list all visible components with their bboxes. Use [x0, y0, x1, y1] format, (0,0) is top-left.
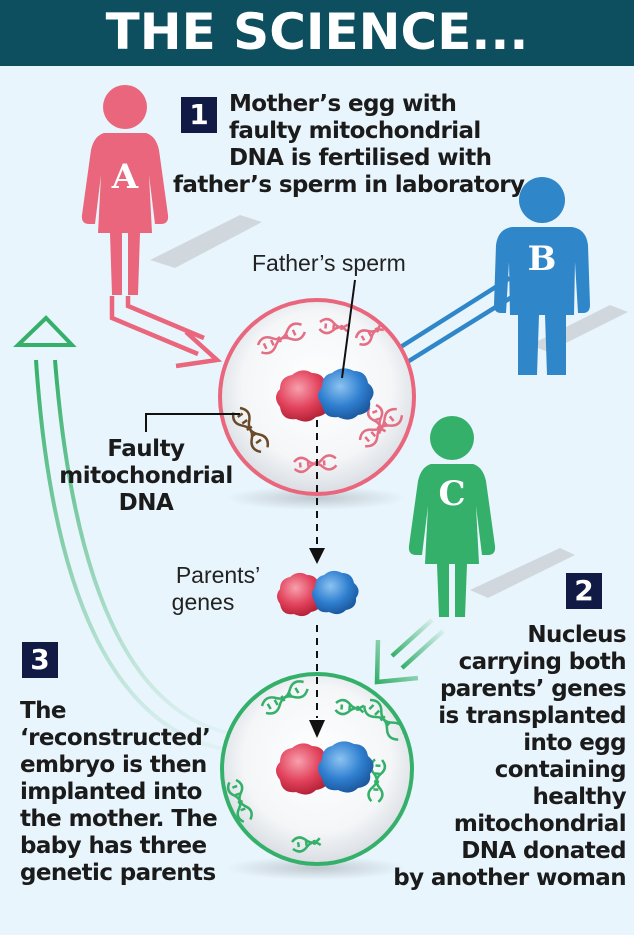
leader-lines	[145, 279, 356, 432]
step-1-badge: 1	[181, 97, 217, 133]
step-1-line: Mother’s egg with	[229, 91, 457, 117]
step-1-line: DNA is fertilised with	[229, 145, 492, 171]
nucleus-father-top	[318, 368, 374, 420]
step-3-text: The ‘reconstructed’ embryo is then impla…	[20, 698, 230, 887]
header-bar: THE SCIENCE...	[0, 0, 634, 66]
parents-genes-label: Parents’ genes	[158, 562, 278, 616]
step-3-line: genetic parents	[20, 860, 216, 886]
parents-genes-line: Parents’	[175, 562, 261, 588]
step-2-line: is transplanted	[438, 703, 626, 729]
person-b-letter: B	[527, 239, 557, 279]
transfer-dashed-arrow	[309, 420, 325, 738]
parents-genes-line: genes	[171, 589, 235, 615]
step-2-line: healthy	[532, 784, 626, 810]
person-a-letter: A	[111, 157, 139, 197]
nucleus-mother-bottom	[276, 743, 332, 795]
step-1-line: faulty mitochondrial	[229, 118, 481, 144]
step-2-line: containing	[494, 757, 627, 783]
step-2-line: Nucleus	[527, 622, 626, 648]
person-b-figure	[494, 177, 590, 375]
arrow-a-to-egg	[109, 296, 223, 369]
person-a-figure	[81, 85, 169, 295]
step-3-line: embryo is then	[20, 752, 207, 778]
dna-helix-pink	[256, 317, 404, 474]
faulty-dna-line: Faulty	[107, 436, 185, 462]
step-2-line: mitochondrial	[453, 811, 627, 837]
step-1-text: Mother’s egg with faulty mitochondrial D…	[173, 91, 629, 199]
faulty-dna-label: Faulty mitochondrial DNA	[48, 436, 244, 517]
step-2-badge: 2	[566, 573, 602, 609]
step-3-badge: 3	[22, 642, 58, 678]
fathers-sperm-label: Father’s sperm	[252, 250, 406, 276]
step-3-line: ‘reconstructed’	[20, 725, 211, 751]
step-2-line: DNA donated	[461, 838, 626, 864]
step-2-line: carrying both	[458, 649, 627, 675]
step-2-line: by another woman	[393, 865, 626, 891]
return-arrow	[13, 315, 229, 752]
egg-shadow-bottom	[226, 856, 406, 880]
parents-genes-icon	[277, 570, 359, 617]
step-2-line: into egg	[523, 730, 626, 756]
faulty-dna-line: DNA	[118, 490, 174, 516]
step-3-line: implanted into	[20, 779, 202, 805]
person-c-letter: C	[438, 474, 466, 514]
faulty-dna-icon	[231, 406, 270, 454]
step-3-line: baby has three	[20, 833, 207, 859]
nucleus-mother-top	[276, 370, 332, 422]
step-3-line: The	[20, 698, 66, 724]
step-1-line: father’s sperm in laboratory	[173, 172, 525, 198]
arrow-c-to-egg	[374, 618, 445, 685]
nucleus-father-bottom	[318, 741, 374, 793]
faulty-dna-line: mitochondrial	[59, 463, 233, 489]
person-c-figure	[408, 416, 496, 617]
page-title: THE SCIENCE...	[105, 3, 529, 61]
step-2-line: parents’ genes	[439, 676, 627, 702]
step-3-line: the mother. The	[20, 806, 218, 832]
step-2-text: Nucleus carrying both parents’ genes is …	[380, 622, 626, 892]
dna-helix-green	[226, 680, 406, 853]
